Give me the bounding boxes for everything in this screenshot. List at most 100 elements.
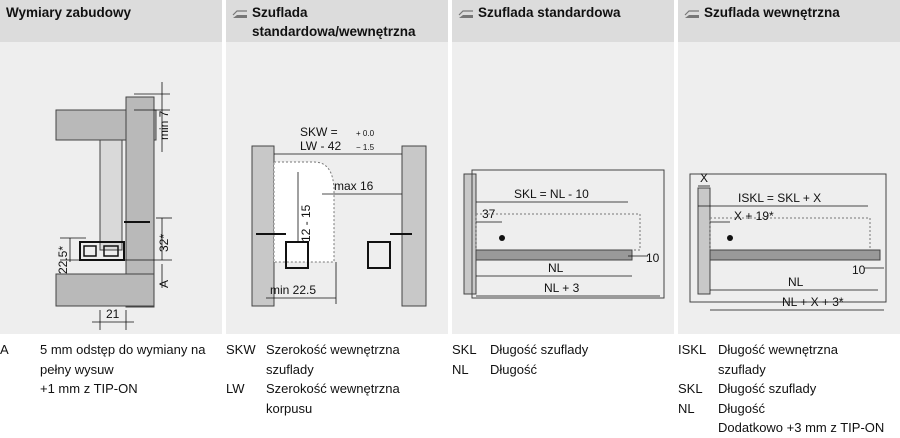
diagram-installation: min 7 32* 22.5* A 21 xyxy=(0,42,222,334)
column-inner-drawer: Szuflada wewnętrzna X ISKL = SKL + X X +… xyxy=(678,0,900,438)
legend-line: Długość xyxy=(490,361,537,377)
legend-inner-length: ISKL Długość wewnętrzna szuflady SKL Dłu… xyxy=(678,340,900,438)
legend-line: 5 mm odstęp do wymiany na xyxy=(40,342,206,357)
diagram-standard-length: SKL = NL - 10 37 10 NL NL + 3 xyxy=(452,42,674,334)
legend-line: Szerokość wewnętrzna xyxy=(266,381,400,396)
column-standard-drawer: Szuflada standardowa SKL = NL - 10 37 10… xyxy=(452,0,674,438)
legend-row: ISKL Długość wewnętrzna szuflady xyxy=(678,340,900,379)
legend-abbr: SKL xyxy=(678,381,703,396)
label-iskl: ISKL = SKL + X xyxy=(738,191,821,205)
legend-line: Szerokość wewnętrzna xyxy=(266,342,400,357)
column-header: Szuflada standardowa xyxy=(452,0,674,42)
legend-abbr: ISKL xyxy=(678,342,707,357)
bolt xyxy=(499,235,505,241)
side-wall xyxy=(125,96,155,308)
legend-row: NL Długość xyxy=(452,360,674,380)
runner-detail xyxy=(83,245,119,257)
front-panel xyxy=(463,173,477,295)
legend-abbr: NL xyxy=(678,400,695,416)
legend-row: SKL Długość szuflady xyxy=(678,379,900,399)
lower-panel xyxy=(55,273,155,307)
legend-line: Długość xyxy=(718,400,765,416)
legend-line: pełny wysuw xyxy=(40,361,114,377)
label-skw-tol: + 0.0 xyxy=(356,129,375,138)
legend-row: A 5 mm odstęp do wymiany na pełny wysuw … xyxy=(0,340,222,399)
legend-row: NL Długość Dodatkowo +3 mm z TIP-ON xyxy=(678,399,900,438)
drawer-outline xyxy=(475,213,641,251)
label-skw: SKW = xyxy=(300,125,338,139)
legend-line: korpusu xyxy=(266,400,313,416)
installation-drawing: min 7 32* 22.5* A 21 xyxy=(55,82,172,330)
legend-desc: Szerokość wewnętrzna korpusu xyxy=(266,379,448,418)
label-21: 21 xyxy=(106,307,120,321)
column-installation-dimensions: Wymiary zabudowy min 7 xyxy=(0,0,222,438)
standard-length-drawing: SKL = NL - 10 37 10 NL NL + 3 xyxy=(463,169,665,299)
legend-desc: Długość wewnętrzna szuflady xyxy=(718,340,900,379)
right-wall xyxy=(401,145,427,307)
label-nl-plus-3: NL + 3 xyxy=(544,281,580,295)
legend-row: SKL Długość szuflady xyxy=(452,340,674,360)
left-wall xyxy=(251,145,275,307)
legend-desc: Szerokość wewnętrzna szuflady xyxy=(266,340,448,379)
column-title: Szuflada standardowa/wewnętrzna xyxy=(252,5,416,39)
drawer-side xyxy=(99,139,123,251)
label-skl: SKL = NL - 10 xyxy=(514,187,589,201)
drawer-icon xyxy=(684,10,699,18)
bolt xyxy=(727,235,733,241)
column-header: Wymiary zabudowy xyxy=(0,0,222,42)
label-12-15: 12 - 15 xyxy=(299,204,313,242)
legend-abbr: A xyxy=(0,342,9,357)
legend-desc: Długość xyxy=(490,360,674,380)
legend-width: SKW Szerokość wewnętrzna szuflady LW Sze… xyxy=(226,340,448,418)
label-nl: NL xyxy=(788,275,804,289)
column-standard-inner-drawer: Szuflada standardowa/wewnętrzna SKW = + … xyxy=(226,0,448,438)
legend-desc: Długość szuflady xyxy=(490,340,674,360)
diagram-inner-length: X ISKL = SKL + X X + 19* 10 NL NL + X + … xyxy=(678,42,900,334)
legend-line: +1 mm z TIP-ON xyxy=(40,381,138,396)
cabinet-outline xyxy=(471,169,665,299)
label-x-plus-19: X + 19* xyxy=(734,209,774,223)
label-a: A xyxy=(157,280,171,288)
cabinet-outline xyxy=(689,173,887,303)
label-min22-5: min 22.5 xyxy=(270,283,316,297)
legend-row: SKW Szerokość wewnętrzna szuflady xyxy=(226,340,448,379)
legend-desc: 5 mm odstęp do wymiany na pełny wysuw +1… xyxy=(40,340,222,399)
label-37: 37 xyxy=(482,207,496,221)
column-header: Szuflada standardowa/wewnętrzna xyxy=(226,0,448,42)
runner xyxy=(709,249,881,261)
runners xyxy=(285,241,391,269)
width-drawing: SKW = + 0.0 LW - 42 − 1.5 max 16 12 - 15… xyxy=(251,125,427,307)
drawer-icon xyxy=(458,10,473,18)
label-nl: NL xyxy=(548,261,564,275)
legend-line: Długość szuflady xyxy=(718,381,817,396)
inner-front xyxy=(697,187,711,295)
column-title: Szuflada wewnętrzna xyxy=(704,5,840,20)
legend-line: Długość wewnętrzna xyxy=(718,342,838,357)
label-lw-tol: − 1.5 xyxy=(356,143,375,152)
legend-installation: A 5 mm odstęp do wymiany na pełny wysuw … xyxy=(0,340,222,399)
legend-abbr: NL xyxy=(452,361,469,377)
label-lw: LW - 42 xyxy=(300,139,341,153)
legend-line: szuflady xyxy=(718,361,766,377)
legend-line: Dodatkowo +3 mm z TIP-ON xyxy=(718,420,885,435)
column-title: Wymiary zabudowy xyxy=(6,5,132,20)
legend-standard-length: SKL Długość szuflady NL Długość xyxy=(452,340,674,379)
drawer-icon xyxy=(232,10,247,18)
legend-abbr: LW xyxy=(226,381,245,396)
runner xyxy=(475,249,633,261)
drawer-body xyxy=(273,161,335,263)
legend-desc: Długość Dodatkowo +3 mm z TIP-ON xyxy=(718,399,900,438)
label-min7: min 7 xyxy=(157,110,171,140)
inner-length-drawing: X ISKL = SKL + X X + 19* 10 NL NL + X + … xyxy=(689,171,887,311)
legend-row: LW Szerokość wewnętrzna korpusu xyxy=(226,379,448,418)
diagram-width: SKW = + 0.0 LW - 42 − 1.5 max 16 12 - 15… xyxy=(226,42,448,334)
legend-desc: Długość szuflady xyxy=(718,379,900,399)
legend-abbr: SKW xyxy=(226,342,256,357)
label-10: 10 xyxy=(852,263,866,277)
label-32: 32* xyxy=(157,234,171,252)
label-max16: max 16 xyxy=(334,179,374,193)
label-10: 10 xyxy=(646,251,660,265)
label-nl-x-3: NL + X + 3* xyxy=(782,295,844,309)
label-x: X xyxy=(700,171,708,185)
legend-abbr: SKL xyxy=(452,342,477,357)
